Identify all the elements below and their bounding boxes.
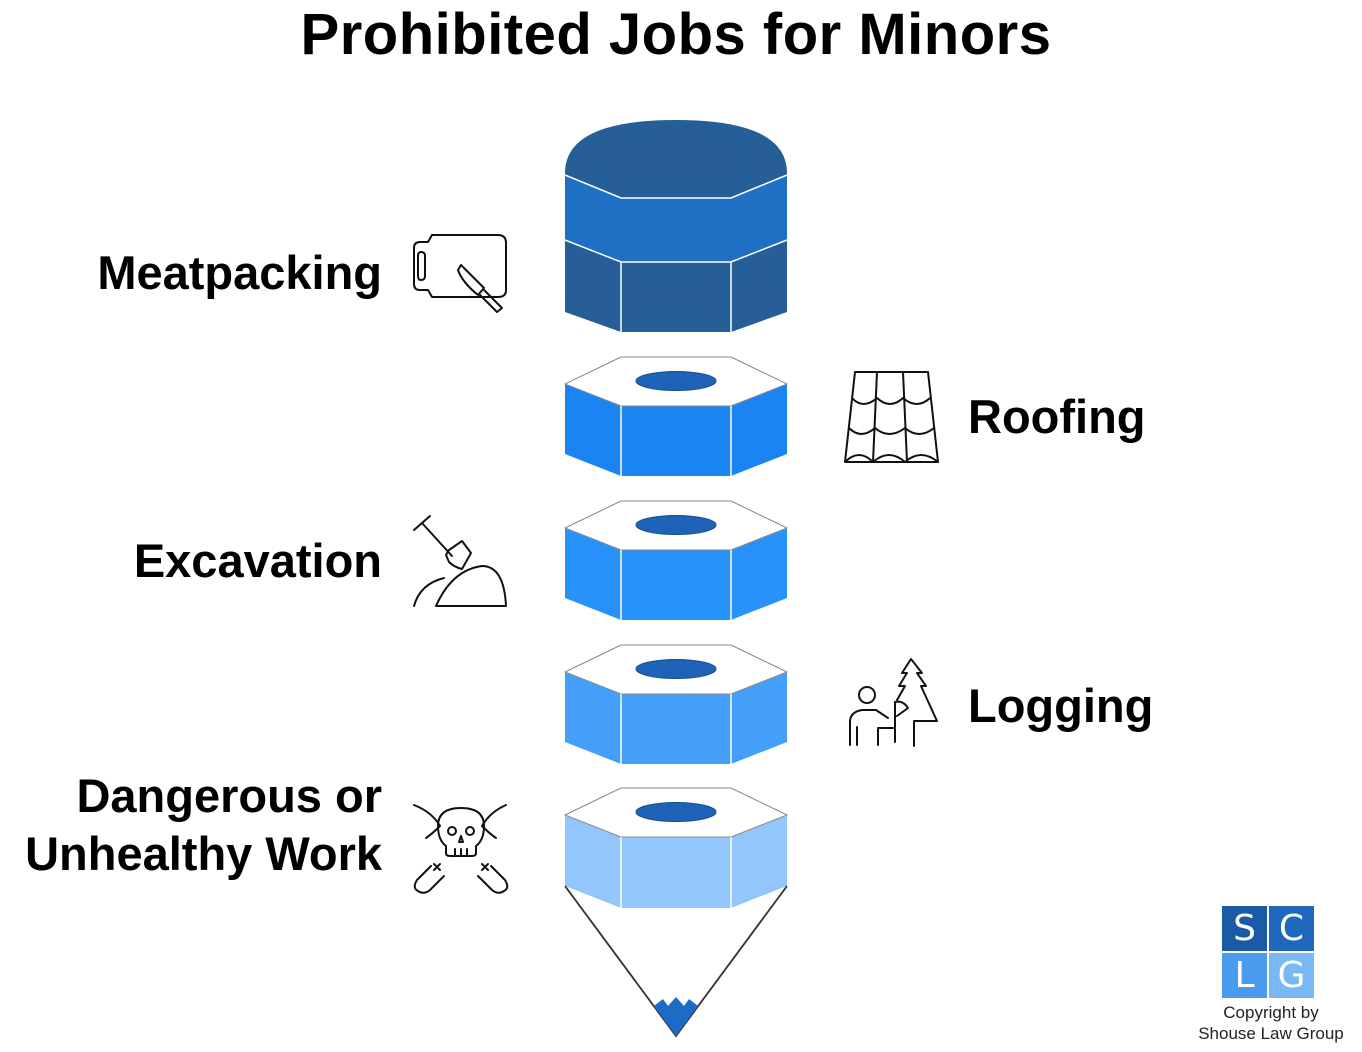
cleaver-cutting-board-icon — [413, 234, 507, 313]
person-axe-tree-icon — [849, 658, 938, 747]
roof-tiles-icon — [844, 371, 939, 463]
nut-layer-excavation — [563, 500, 789, 620]
page-title: Prohibited Jobs for Minors — [300, 2, 1052, 67]
label-roofing: Roofing — [968, 390, 1146, 443]
skull-crossed-bones-icon — [413, 804, 509, 894]
nut-layer-logging — [563, 644, 789, 764]
logo-letter-l: L — [1222, 953, 1267, 998]
nut-layer-dangerous — [563, 787, 789, 908]
label-logging: Logging — [968, 679, 1154, 732]
copyright-line1: Copyright by — [1223, 1003, 1319, 1022]
logo-letter-s: S — [1222, 906, 1267, 951]
cone-tip — [564, 885, 788, 1038]
label-meatpacking: Meatpacking — [97, 246, 382, 299]
copyright-text: Copyright by Shouse Law Group — [1190, 1002, 1352, 1044]
label-dangerous-line2: Unhealthy Work — [25, 827, 382, 880]
top-cap-layer — [564, 120, 788, 332]
label-dangerous-line1: Dangerous or — [76, 769, 382, 822]
label-excavation: Excavation — [133, 534, 382, 587]
copyright-line2: Shouse Law Group — [1198, 1024, 1344, 1043]
logo-letter-c: C — [1269, 906, 1314, 951]
nut-layer-roofing — [563, 356, 789, 476]
shovel-dirt-icon — [413, 515, 507, 607]
logo-letter-g: G — [1269, 953, 1314, 998]
logo-grid: S C L G — [1222, 906, 1314, 998]
